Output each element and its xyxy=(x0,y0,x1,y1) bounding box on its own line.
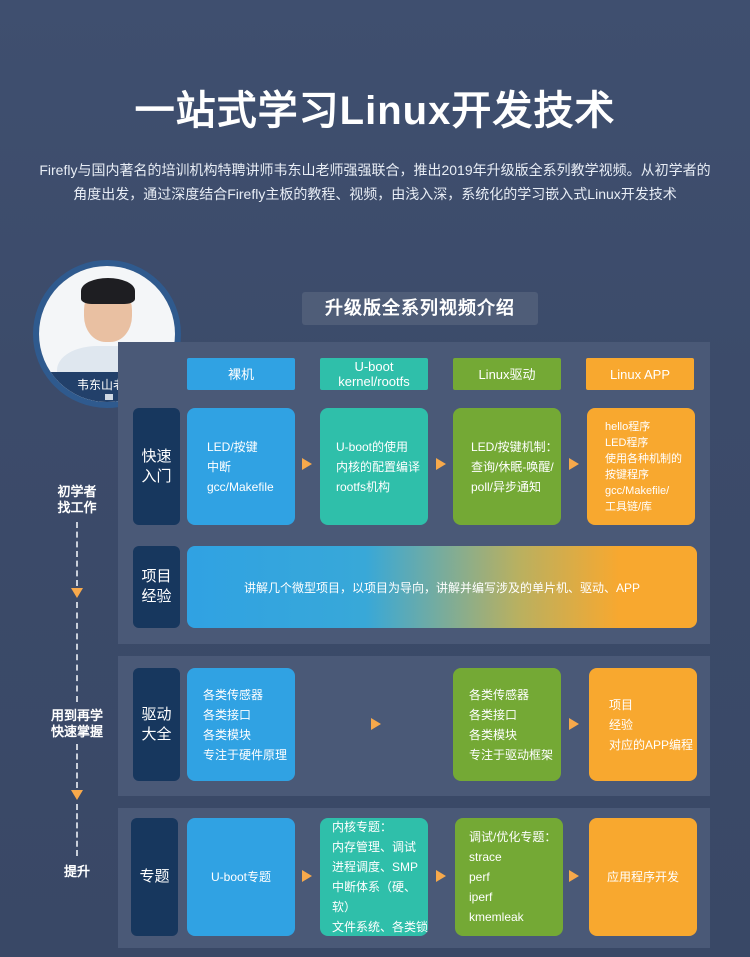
stage-connector xyxy=(76,744,78,788)
arrow-right-icon xyxy=(569,718,579,730)
intro-text: Firefly与国内著名的培训机构特聘讲师韦东山老师强强联合，推出2019年升级… xyxy=(30,158,720,206)
column-header-linux-driver: Linux驱动 xyxy=(453,358,561,390)
card-debug-topic: 调试/优化专题： strace perf iperf kmemleak xyxy=(455,818,563,936)
label-drivers: 驱动大全 xyxy=(133,668,180,781)
card-driver-frameworks: 各类传感器 各类接口 各类模块 专注于驱动框架 xyxy=(453,668,561,781)
arrow-right-icon xyxy=(436,870,446,882)
project-description: 讲解几个微型项目，以项目为导向，讲解并编写涉及的单片机、驱动、APP xyxy=(243,580,640,595)
label-topics: 专题 xyxy=(131,818,178,936)
card-app-basics: hello程序 LED程序 使用各种机制的 按键程序 gcc/Makefile/… xyxy=(587,408,695,525)
card-hardware-drivers: 各类传感器 各类接口 各类模块 专注于硬件原理 xyxy=(187,668,295,781)
avatar-hair xyxy=(81,278,135,304)
card-project: 讲解几个微型项目，以项目为导向，讲解并编写涉及的单片机、驱动、APP xyxy=(187,546,697,628)
stage-beginner: 初学者找工作 xyxy=(57,484,97,515)
arrow-right-icon xyxy=(371,718,381,730)
stage-connector xyxy=(76,522,78,586)
label-quick-start: 快速入门 xyxy=(133,408,180,525)
stage-connector xyxy=(76,804,78,856)
card-app-dev-topic: 应用程序开发 xyxy=(589,818,697,936)
label-project-experience: 项目经验 xyxy=(133,546,180,628)
arrow-right-icon xyxy=(436,458,446,470)
card-driver-basics: LED/按键机制： 查询/休眠-唤醒/ poll/异步通知 xyxy=(453,408,561,525)
stage-connector xyxy=(76,602,78,702)
page-title: 一站式学习Linux开发技术 xyxy=(134,89,616,133)
arrow-right-icon xyxy=(302,458,312,470)
arrow-right-icon xyxy=(302,870,312,882)
arrow-down-icon xyxy=(71,588,83,598)
arrow-right-icon xyxy=(569,458,579,470)
stage-learn-on-demand: 用到再学快速掌握 xyxy=(50,708,103,739)
arrow-down-icon xyxy=(71,790,83,800)
stage-advance: 提升 xyxy=(63,864,90,879)
card-app-projects: 项目 经验 对应的APP编程 xyxy=(589,668,697,781)
arrow-right-icon xyxy=(569,870,579,882)
card-uboot-topic: U-boot专题 xyxy=(187,818,295,936)
card-baremetal-basics: LED/按键 中断 gcc/Makefile xyxy=(187,408,295,525)
card-uboot-basics: U-boot的使用 内核的配置编译 rootfs机构 xyxy=(320,408,428,525)
intro-line-1: Firefly与国内著名的培训机构特聘讲师韦东山老师强强联合，推出2019年升级… xyxy=(39,162,711,178)
card-kernel-topic: 内核专题： 内存管理、调试 进程调度、SMP 中断体系（硬、软） 文件系统、各类… xyxy=(320,818,428,936)
column-header-linux-app: Linux APP xyxy=(586,358,694,390)
intro-line-2: 角度出发，通过深度结合Firefly主板的教程、视频，由浅入深，系统化的学习嵌入… xyxy=(73,186,677,202)
name-tag-icon xyxy=(105,394,113,400)
column-header-baremetal: 裸机 xyxy=(187,358,295,390)
section-title: 升级版全系列视频介绍 xyxy=(302,292,538,325)
